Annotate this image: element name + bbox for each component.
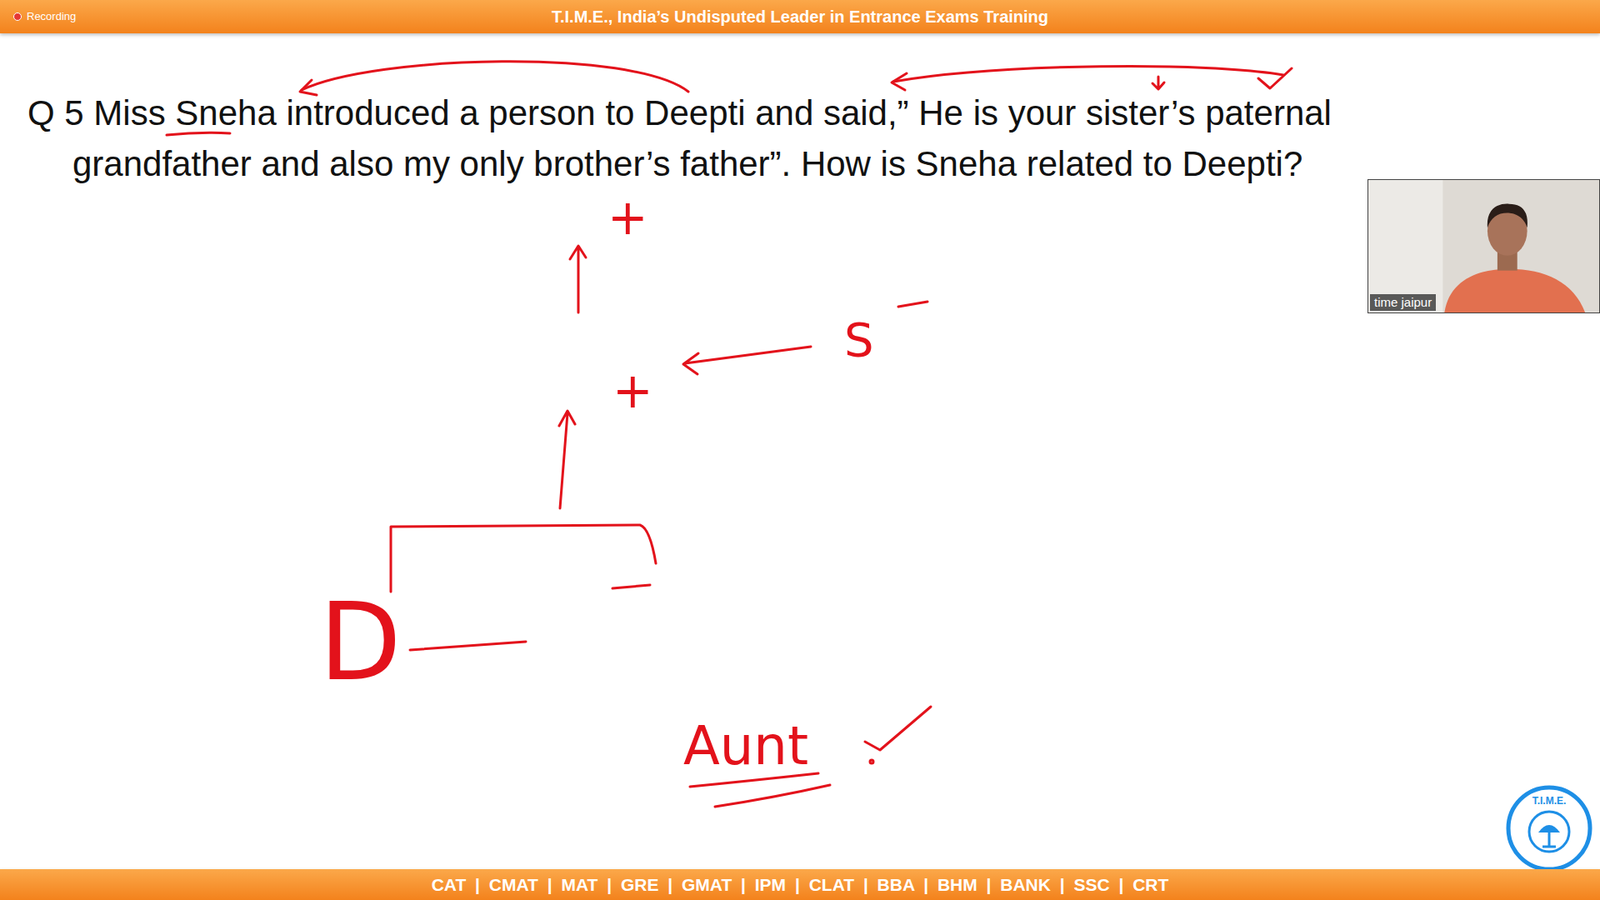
check-mark [1258,68,1292,89]
wall [1368,180,1600,313]
female-dash [410,641,526,650]
recording-indicator: Recording [13,10,76,24]
logo-inner-ring [1529,811,1570,852]
logo-badge: T.I.M.E. [1505,784,1594,873]
logo-stem [1542,832,1556,847]
hair [1487,204,1528,229]
participant-name: time jaipur [1370,294,1436,311]
webcam-picture [1368,180,1600,313]
header-title: T.I.M.E., India’s Undisputed Leader in E… [0,0,1600,34]
header-bar: RecordingT.I.M.E., India’s Undisputed Le… [0,0,1600,34]
logo-text: T.I.M.E. [1505,795,1594,806]
webcam-tile: time jaipur [1367,179,1600,314]
arrow-head [300,80,317,95]
underline-stroke [166,132,230,135]
tick-arrow [1152,76,1165,90]
arrow-head [891,73,907,90]
arrow-up [570,245,586,313]
curved-arrow [893,66,1284,82]
arrow-left [683,346,811,375]
check-mark [865,706,931,750]
answer-text: Aunt [683,719,809,773]
window-light [1368,180,1443,313]
question-text: Q 5 Miss Sneha introduced a person to De… [27,87,1470,190]
shirt [1444,269,1585,313]
sibling-bracket [390,525,656,592]
exam-list: CAT | CMAT | MAT | GRE | GMAT | IPM | CL… [0,869,1600,900]
male-sign: + [612,366,654,415]
person-initial: D [319,589,402,696]
answer-underline [690,773,819,787]
answer-underline [715,785,830,807]
male-sign: + [607,193,649,242]
female-dash [612,585,650,589]
arrow-up [559,410,575,509]
dot-mark [870,760,874,764]
curved-arrow [301,61,689,92]
female-dash [898,301,928,307]
recording-dot [13,12,22,21]
logo-umbrella [1538,825,1560,833]
person-initial: S [844,316,875,364]
footer-bar: CAT | CMAT | MAT | GRE | GMAT | IPM | CL… [0,869,1600,900]
